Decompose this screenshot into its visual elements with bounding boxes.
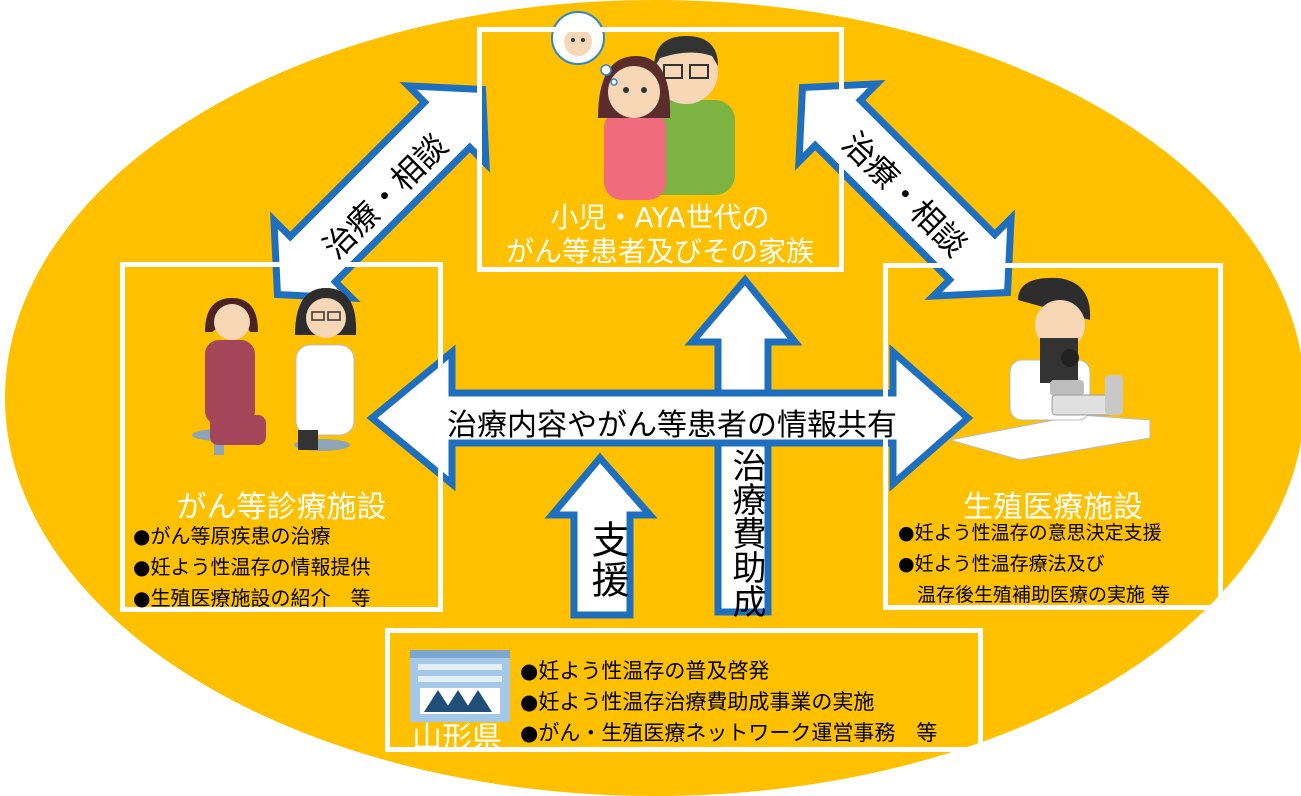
patient-title-line1: 小児・AYA世代の — [550, 201, 770, 234]
info-sharing-arrow — [366, 344, 974, 492]
repro-facility-item: 温存後生殖補助医療の実施 等 — [898, 584, 1171, 606]
patient-title-line2: がん等患者及びその家族 — [505, 235, 814, 268]
microscope-researcher-icon — [949, 277, 1151, 461]
cancer-facility-box — [120, 262, 443, 612]
subsidy-label: 治療費助成 — [726, 448, 766, 618]
worried-couple-icon — [598, 36, 735, 200]
prefecture-item: ●妊よう性温存の普及啓発 — [520, 659, 770, 683]
prefecture-name: 山形県 — [412, 721, 502, 756]
left-consult-arrow — [270, 82, 490, 302]
right-consult-arrow — [795, 80, 1015, 300]
baby-thought-icon — [551, 11, 618, 86]
info-sharing-label: 治療内容やがん等患者の情報共有 — [447, 408, 897, 443]
cancer-facility-item: ●生殖医療施設の紹介 等 — [133, 586, 371, 610]
repro-facility-item: ●妊よう性温存の意思決定支援 — [898, 522, 1162, 544]
prefecture-building-icon — [410, 650, 510, 722]
patient-doctor-consult-icon — [192, 288, 357, 455]
prefecture-item: ●がん・生殖医療ネットワーク運営事務 等 — [520, 721, 938, 745]
repro-facility-title: 生殖医療施設 — [963, 490, 1143, 525]
cancer-facility-item: ●がん等原疾患の治療 — [133, 524, 331, 548]
support-arrow — [544, 452, 658, 619]
repro-facility-item: ●妊よう性温存療法及び — [898, 553, 1105, 575]
cancer-facility-title: がん等診療施設 — [176, 490, 387, 525]
support-label: 支援 — [585, 520, 629, 600]
repro-facility-box — [883, 263, 1223, 610]
cancer-facility-item: ●妊よう性温存の情報提供 — [133, 555, 371, 579]
prefecture-box — [385, 628, 983, 752]
patient-family-box — [477, 27, 844, 272]
prefecture-item: ●妊よう性温存治療費助成事業の実施 — [520, 690, 875, 714]
